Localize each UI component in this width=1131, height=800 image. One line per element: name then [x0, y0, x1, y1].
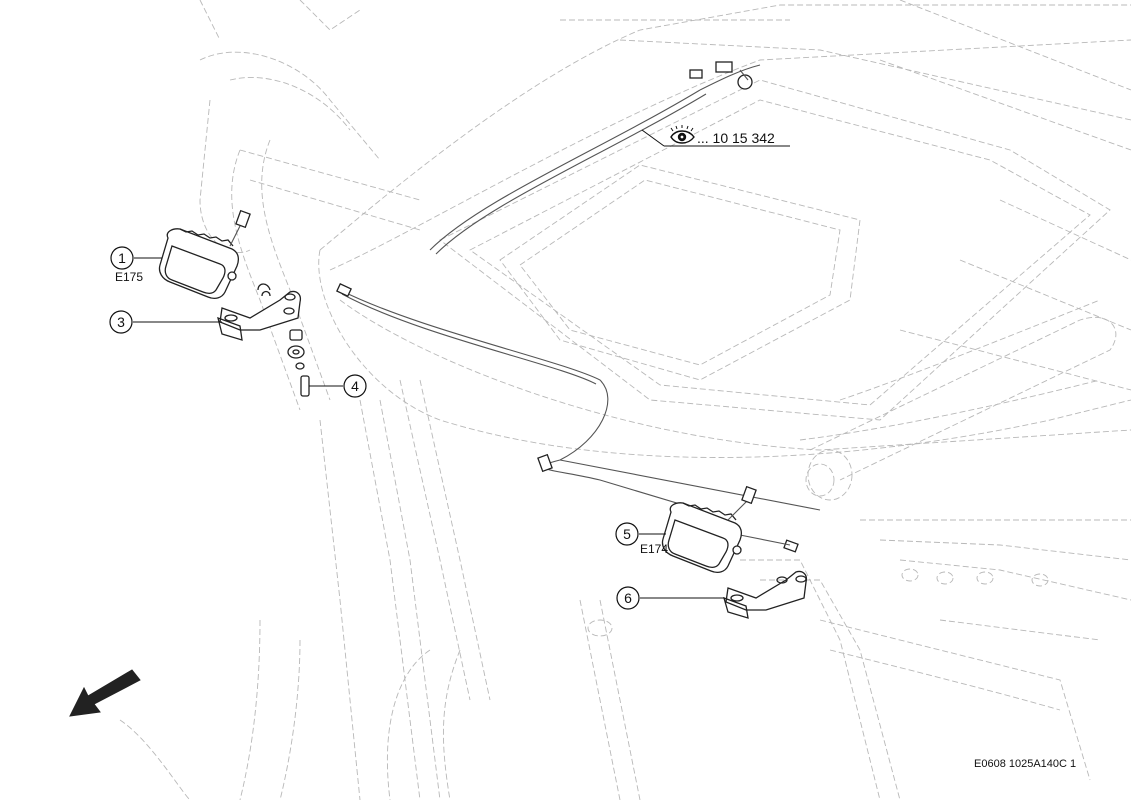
drawing-code: E0608 1025A140C 1	[974, 758, 1076, 770]
callout-6: 6	[616, 586, 725, 610]
callout-sublabel: E175	[115, 270, 143, 284]
callout-number: 5	[623, 526, 631, 542]
cab-outline	[119, 0, 1131, 800]
callout-4: 4	[309, 374, 367, 398]
callout-5: 5 E174	[615, 522, 668, 556]
work-lamp-left	[158, 209, 251, 299]
callout-number: 6	[624, 590, 632, 606]
work-lamp-right	[661, 485, 757, 573]
callout-sublabel: E174	[640, 542, 668, 556]
eye-icon	[670, 125, 695, 144]
arrow-down-left-icon	[69, 669, 141, 717]
callout-3: 3	[109, 310, 222, 334]
fastener-stack	[287, 329, 310, 397]
reference-text: ... 10 15 342	[697, 130, 775, 146]
callout-number: 3	[117, 314, 125, 330]
callout-number: 1	[118, 250, 126, 266]
bracket-left	[217, 283, 302, 341]
bracket-right	[723, 570, 808, 619]
wiring-harness	[336, 61, 821, 553]
cross-reference: ... 10 15 342	[641, 125, 790, 147]
callout-number: 4	[351, 378, 359, 394]
callout-1: 1 E175	[110, 246, 162, 284]
